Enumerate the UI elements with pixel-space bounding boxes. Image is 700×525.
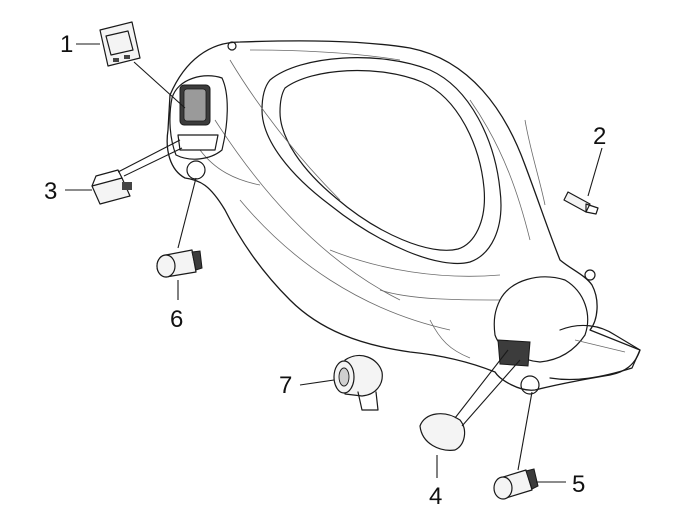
contour-line bbox=[524, 119, 546, 206]
contour-line bbox=[379, 289, 501, 301]
right-bar-extension bbox=[549, 324, 641, 381]
lower-recess bbox=[177, 134, 219, 151]
part-7-ignition-switch: 7 bbox=[279, 355, 383, 411]
part-4-lens-cover: 4 bbox=[419, 349, 521, 510]
handlebar-cover bbox=[166, 40, 641, 395]
callout-1: 1 bbox=[60, 31, 73, 58]
contour-line bbox=[199, 149, 261, 186]
leader-line-2 bbox=[587, 147, 603, 197]
leader-line-5b bbox=[517, 391, 533, 471]
leader-line-3c bbox=[123, 147, 183, 177]
button-socket-right bbox=[520, 375, 540, 395]
right-switch-housing bbox=[493, 276, 589, 363]
callout-6: 6 bbox=[170, 306, 183, 333]
contour-line bbox=[249, 49, 401, 61]
callout-5: 5 bbox=[572, 471, 585, 498]
part-6-push-button: 6 bbox=[156, 177, 203, 333]
part-5-push-button: 5 bbox=[493, 391, 585, 500]
leader-line-3b bbox=[117, 139, 181, 173]
mounting-tab bbox=[227, 41, 237, 51]
leader-line-7 bbox=[299, 379, 335, 386]
contour-line bbox=[239, 199, 451, 331]
ignition-switch-icon bbox=[344, 355, 383, 397]
callout-4: 4 bbox=[429, 483, 442, 510]
switch-panel-icon bbox=[99, 21, 141, 67]
contour-line bbox=[429, 319, 471, 359]
leader-line-6b bbox=[177, 177, 197, 249]
contour-line bbox=[574, 339, 626, 353]
callout-2: 2 bbox=[593, 123, 606, 150]
part-1-switch-panel: 1 bbox=[60, 21, 186, 109]
right-recess bbox=[497, 339, 531, 367]
instrument-opening bbox=[261, 57, 502, 265]
leader-line-4c bbox=[461, 359, 521, 427]
contour-line bbox=[229, 59, 341, 201]
mounting-tab bbox=[584, 269, 596, 281]
part-3-rocker-switch: 3 bbox=[44, 139, 183, 205]
panel-recess-inner bbox=[183, 88, 207, 122]
callout-7: 7 bbox=[279, 372, 292, 399]
left-switch-housing bbox=[169, 75, 228, 160]
contour-line bbox=[214, 119, 401, 301]
contour-line bbox=[329, 249, 501, 277]
instrument-inner-rim bbox=[279, 69, 486, 251]
rocker-switch-icon bbox=[91, 177, 131, 205]
callout-3: 3 bbox=[44, 178, 57, 205]
lens-cover-icon bbox=[419, 413, 466, 451]
part-2-bulb: 2 bbox=[563, 123, 606, 215]
leader-line-4b bbox=[454, 349, 509, 419]
cover-outline bbox=[166, 40, 641, 391]
contour-line bbox=[469, 99, 531, 241]
leader-line-1b bbox=[133, 61, 186, 109]
